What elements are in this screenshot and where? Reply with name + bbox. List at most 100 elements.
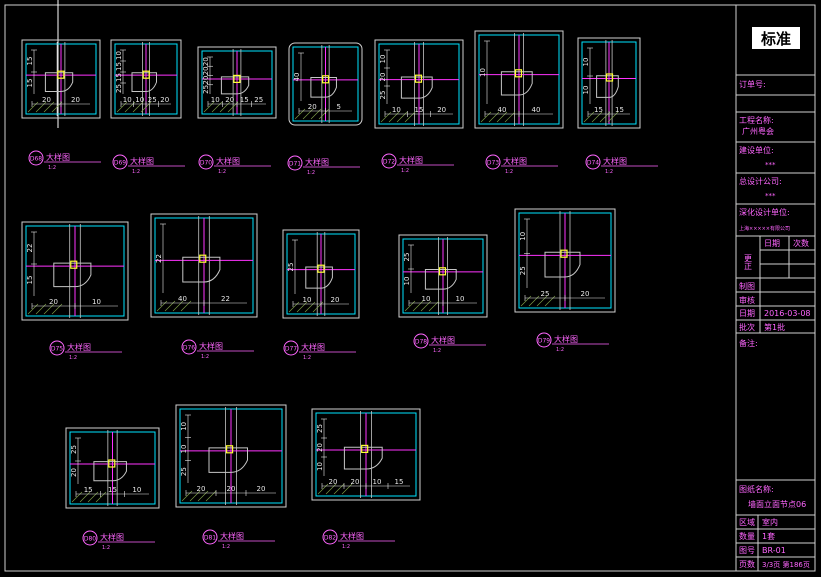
detail-hatch	[388, 111, 400, 123]
dimension-label: 10	[180, 445, 188, 454]
rev-count-header: 次数	[793, 238, 809, 248]
dimension-label: 15	[26, 276, 34, 285]
detail-hatch	[607, 111, 619, 123]
detail-profile	[343, 446, 383, 470]
detail-scale: 1:2	[505, 169, 513, 175]
detail-number-circle	[322, 529, 338, 545]
detail-highlight	[70, 260, 78, 269]
dimension-label: 15	[115, 73, 123, 82]
detail-hatch	[116, 101, 128, 113]
detail-profile	[544, 251, 581, 278]
dimension-label: 40	[178, 295, 187, 303]
dimension-label: 25	[403, 253, 411, 262]
detail-profile	[182, 256, 221, 283]
detail-profile	[596, 75, 619, 98]
design-company-label: 总设计公司:	[739, 176, 782, 186]
order-label: 订单号:	[739, 79, 766, 89]
detail-title: 大样图	[100, 532, 124, 542]
detail-hatch	[296, 301, 308, 313]
detail-hatch	[325, 483, 337, 495]
detail-highlight	[361, 444, 369, 453]
detail-hatch	[181, 490, 193, 502]
detail-highlight	[226, 445, 234, 454]
drawing-name-label: 图纸名称:	[739, 484, 774, 494]
dimension-label: 20	[227, 485, 236, 493]
dimension-label: 10	[211, 96, 220, 104]
dimension-label: 15	[84, 486, 93, 494]
detail-profile	[400, 76, 433, 99]
detail-hatch	[294, 108, 306, 120]
detail-hatch	[317, 483, 329, 495]
dimension-label: 15	[26, 79, 34, 88]
detail-title: 大样图	[46, 152, 70, 162]
dimension-label: 15	[108, 486, 117, 494]
detail-title: 大样图	[603, 156, 627, 166]
detail-number-circle	[283, 340, 299, 356]
dimension-label: 20	[257, 485, 266, 493]
dimension-label: 20	[202, 66, 210, 75]
dimension-label: 15	[240, 96, 249, 104]
detail-scale: 1:2	[401, 168, 409, 174]
dimension-label: 10	[582, 58, 590, 67]
detail-hatch	[380, 111, 392, 123]
rev-date-header: 日期	[764, 239, 780, 248]
detail-hatch	[528, 295, 540, 307]
detail-number-circle	[112, 154, 128, 170]
detail-hatch	[420, 300, 432, 312]
detail-hatch	[312, 301, 324, 313]
dimension-label: 22	[26, 244, 34, 253]
dimension-label: 20	[316, 443, 324, 452]
detail-frame	[21, 39, 101, 119]
detail-number: D73	[487, 160, 499, 167]
detail-scale: 1:2	[303, 355, 311, 361]
detail-highlight	[199, 254, 207, 263]
area-label: 区域	[739, 517, 755, 527]
detail-title: 大样图	[399, 155, 423, 165]
batch-label: 批次	[739, 322, 755, 332]
dimension-label: 20	[225, 96, 234, 104]
detail-number: D77	[285, 346, 297, 353]
detail-hatch	[35, 303, 47, 315]
detail-title: 大样图	[130, 156, 154, 166]
detail-frame	[374, 39, 464, 129]
detail-title: 大样图	[301, 342, 325, 352]
detail-number: D72	[383, 159, 395, 166]
detail-hatch	[197, 490, 209, 502]
detail-number-circle	[49, 340, 65, 356]
qty-value: 1套	[762, 531, 775, 541]
detail-hatch	[333, 483, 345, 495]
detail-title: 大样图	[305, 157, 329, 167]
detail-number: D70	[200, 160, 212, 167]
detail-hatch	[35, 101, 47, 113]
detail-frame	[474, 30, 564, 129]
detail-profile	[220, 76, 250, 95]
dimension-label: 15	[395, 478, 404, 486]
dimension-label: 15	[26, 57, 34, 66]
detail-number: D76	[183, 345, 195, 352]
detail-scale: 1:2	[218, 169, 226, 175]
detail-highlight	[142, 70, 150, 79]
dimension-label: 25	[287, 263, 295, 272]
detail-scale: 1:2	[307, 170, 315, 176]
detail-hatch	[599, 111, 611, 123]
detail-hatch	[132, 101, 144, 113]
builder-value: ***	[765, 161, 776, 169]
detail-scale: 1:2	[69, 355, 77, 361]
detail-highlight	[108, 459, 116, 468]
detail-frame	[21, 221, 129, 321]
